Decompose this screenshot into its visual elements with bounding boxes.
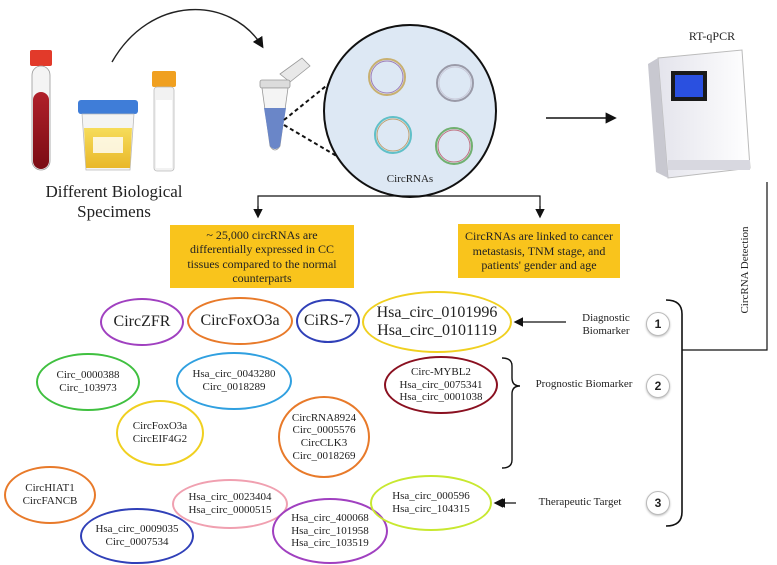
curved-arrow: [111, 8, 264, 63]
urine-cup-icon: [78, 100, 138, 171]
detection-label: CircRNA Detection: [739, 226, 751, 314]
therapeutic-target-label: Therapeutic Target: [538, 496, 622, 508]
info-box-clinical: CircRNAs are linked to cancer metastasis…: [458, 224, 620, 278]
specimens-label: Different Biological Specimens: [45, 182, 183, 221]
oval-circfoxo3a: CircFoxO3a: [187, 297, 293, 345]
step-number-1: 1: [646, 312, 670, 336]
qpcr-label: RT-qPCR: [688, 29, 736, 43]
specimen-tube-icon: [152, 71, 176, 172]
microtube-icon: [259, 57, 311, 151]
step-number-3: 3: [646, 491, 670, 515]
qpcr-machine-icon: [648, 49, 751, 179]
circrna-circle-icon: [323, 24, 497, 198]
step-number-2: 2: [646, 374, 670, 398]
prognostic-biomarker-label: Prognostic Biomarker: [535, 378, 633, 390]
circrna-label: CircRNAs: [386, 173, 434, 185]
oval-circzfr: CircZFR: [100, 298, 184, 346]
oval-cirs7: CiRS-7: [296, 299, 360, 343]
blood-tube-icon: [30, 50, 52, 171]
info-box-expression: ~ 25,000 circRNAs are differentially exp…: [170, 225, 354, 288]
